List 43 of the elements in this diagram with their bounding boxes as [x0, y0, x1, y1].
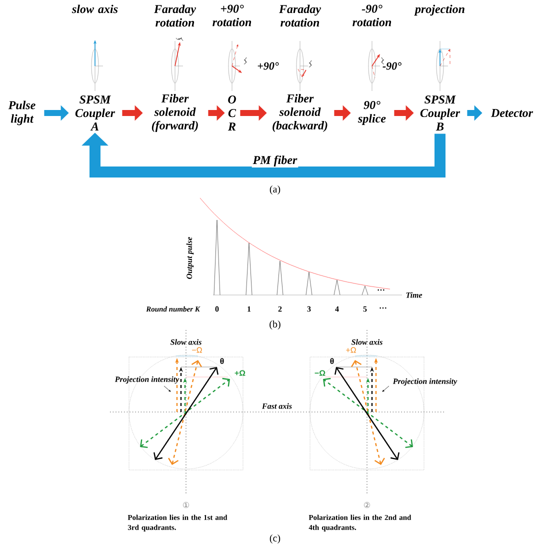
angle-label: −Ω [192, 347, 202, 353]
angle-label: +90° [258, 62, 279, 70]
ellipsis: ··· [380, 307, 386, 309]
tick-label: 1 [248, 306, 251, 312]
angle-label: +Ω [234, 370, 246, 376]
column-heading: Faraday rotation [154, 4, 196, 27]
flow-label: O C R [228, 96, 236, 130]
ellipsis: ··· [378, 289, 384, 291]
panel-number: ① [183, 502, 189, 508]
tick-label: 4 [335, 306, 339, 312]
angle-label: +Ω [346, 347, 356, 353]
flow-label: Fiber solenoid (forward) [152, 94, 198, 132]
axis-label: Slow axis [351, 339, 382, 345]
column-heading: +90° rotation [212, 4, 252, 26]
axis-label: Time [406, 292, 422, 298]
callout-label: Projection intensity [392, 378, 458, 386]
panel-label: (a) [270, 185, 280, 195]
edge-label: PM fiber [252, 154, 298, 168]
axis-label: Slow axis [170, 339, 202, 345]
tick-label: 0 [215, 306, 219, 312]
axis-label: Fast axis [262, 403, 292, 409]
flow-label: Pulse light [8, 100, 36, 126]
tick-label: 3 [307, 306, 311, 312]
angle-label: θ [220, 358, 224, 364]
panel-label: (c) [270, 534, 280, 544]
flow-label: SPSM Coupler A [75, 96, 116, 130]
angle-label: -90° [382, 62, 402, 70]
panel-number: ② [364, 502, 370, 508]
column-heading: projection [414, 4, 464, 16]
flow-label: SPSM Coupler B [420, 96, 460, 130]
column-heading: Faraday rotation [278, 4, 322, 27]
axis-label: Output pulse [186, 236, 194, 279]
column-heading: -90° rotation [352, 4, 392, 26]
tick-label: 2 [278, 306, 282, 312]
panel-label: (b) [270, 320, 280, 330]
flow-label: Fiber solenoid (backward) [272, 94, 328, 132]
angle-label: −Ω [314, 370, 326, 376]
flow-label: Detector [490, 109, 534, 117]
flow-label: 90° splice [358, 100, 386, 126]
column-heading: slow axis [72, 4, 118, 14]
angle-label: θ [330, 358, 334, 364]
tick-label: 5 [363, 306, 367, 312]
callout-label: Projection intensity [114, 376, 180, 384]
